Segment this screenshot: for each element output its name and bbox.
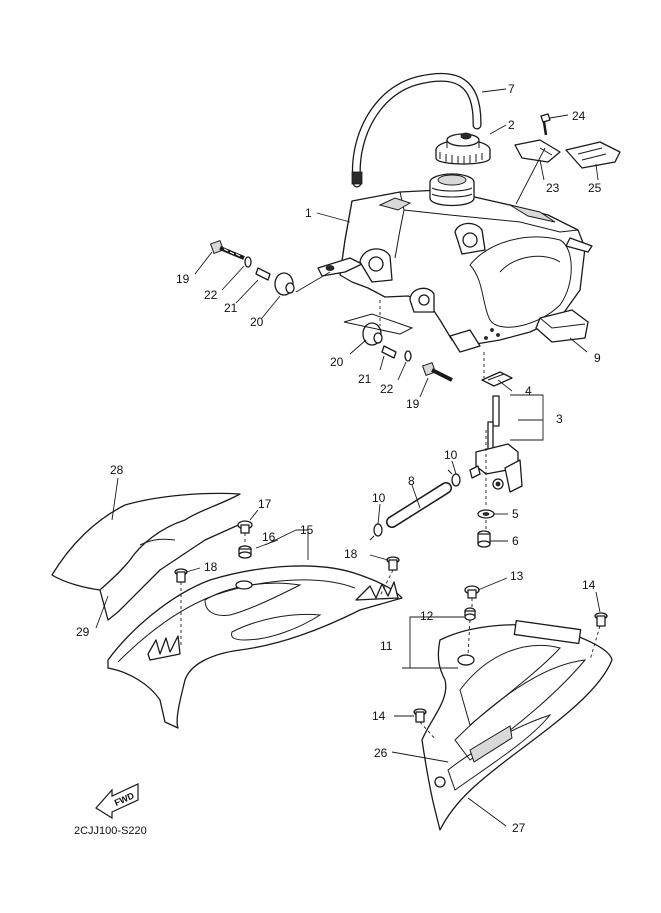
callout-27: 27 <box>512 821 526 835</box>
callout-28: 28 <box>110 463 124 477</box>
callout-26: 26 <box>374 746 388 760</box>
callout-12: 12 <box>420 609 434 623</box>
callout-2: 2 <box>508 118 515 132</box>
fuel-tank <box>317 173 593 353</box>
callout-17: 17 <box>258 497 272 511</box>
side-cover-left-inner <box>107 565 403 729</box>
callout-23: 23 <box>546 181 560 195</box>
drain-bolt <box>477 530 491 548</box>
hose-clip-lower <box>369 523 383 541</box>
screw-17 <box>237 520 253 534</box>
callout-6: 6 <box>512 534 519 548</box>
bolt-group-upper <box>209 239 295 296</box>
drain-washer <box>477 509 495 519</box>
fuel-cock <box>469 371 523 493</box>
callout-labels: 1 2 3 4 5 6 7 8 9 10 10 11 12 13 14 14 1… <box>76 82 602 835</box>
screw-18-left <box>174 568 188 583</box>
callout-22-upper: 22 <box>204 288 218 302</box>
fwd-arrow-icon: FWD <box>95 783 139 820</box>
callout-18-right: 18 <box>344 547 358 561</box>
callout-25: 25 <box>588 181 602 195</box>
callout-8: 8 <box>408 474 415 488</box>
collar-16 <box>238 545 252 559</box>
side-cover-left-outer <box>51 492 246 621</box>
callout-14-upper: 14 <box>582 578 596 592</box>
callout-7: 7 <box>508 82 515 96</box>
callout-19-lower: 19 <box>406 397 420 411</box>
breather-hose <box>351 72 482 188</box>
callout-4: 4 <box>525 384 532 398</box>
tank-clip <box>514 113 561 163</box>
callout-29: 29 <box>76 625 90 639</box>
callout-20-lower: 20 <box>330 355 344 369</box>
fuel-cap <box>435 132 491 165</box>
screw-14-upper <box>594 612 608 627</box>
callout-3: 3 <box>556 412 563 426</box>
callout-21-upper: 21 <box>224 301 238 315</box>
screw-18-right <box>386 556 400 571</box>
callout-11: 11 <box>380 639 393 653</box>
callout-10-upper: 10 <box>444 448 458 462</box>
leader-lines <box>95 88 601 827</box>
callout-21-lower: 21 <box>358 372 372 386</box>
callout-22-lower: 22 <box>380 382 394 396</box>
screw-14-lower <box>413 708 427 723</box>
callout-18-left: 18 <box>204 560 218 574</box>
callout-14-lower: 14 <box>372 709 386 723</box>
callout-15: 15 <box>300 523 314 537</box>
callout-24: 24 <box>572 109 586 123</box>
callout-5: 5 <box>512 507 519 521</box>
tank-strap <box>565 141 621 169</box>
callout-19-upper: 19 <box>176 272 190 286</box>
tank-pad <box>535 309 589 343</box>
callout-20-upper: 20 <box>250 315 264 329</box>
diagram-code: 2CJJ100-S220 <box>74 825 147 837</box>
collar-12 <box>464 607 476 621</box>
callout-16: 16 <box>262 530 276 544</box>
callout-1: 1 <box>305 206 312 220</box>
side-cover-right <box>421 619 613 831</box>
callout-9: 9 <box>594 351 601 365</box>
screw-13 <box>464 585 480 599</box>
bolt-group-lower <box>362 322 453 382</box>
callout-10-lower: 10 <box>372 491 386 505</box>
callout-13: 13 <box>510 569 524 583</box>
alignment-lines <box>180 300 601 741</box>
